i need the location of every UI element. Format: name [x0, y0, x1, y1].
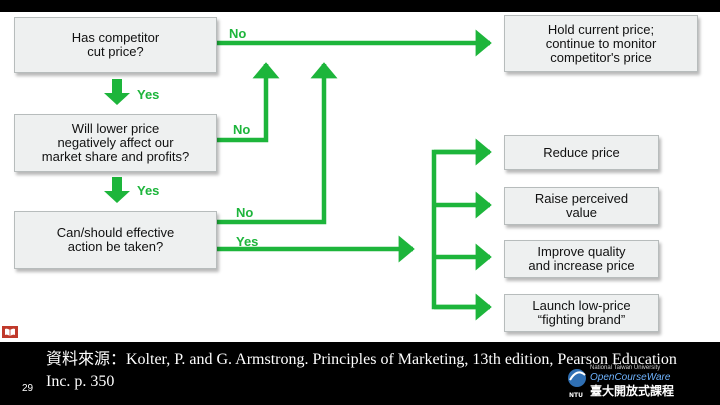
question-effective-action: Can/should effective action be taken? — [14, 211, 217, 269]
label-yes-2: Yes — [137, 183, 160, 198]
label-yes-3: Yes — [236, 234, 259, 249]
logo-line1: National Taiwan University — [590, 365, 660, 371]
arrow-yes-down-1 — [104, 79, 130, 105]
branch-bracket — [431, 149, 489, 310]
action-improve-quality: Improve quality and increase price — [504, 240, 659, 278]
arrow-no-second — [217, 62, 280, 143]
ntu-ocw-logo: National Taiwan University OpenCourseWar… — [568, 365, 674, 399]
arrow-yes-down-2 — [104, 177, 130, 203]
label-no-1: No — [229, 26, 247, 41]
source-citation: 資料來源：Kolter, P. and G. Armstrong. Princi… — [46, 351, 677, 390]
arrow-no-third — [217, 62, 338, 225]
action-reduce-price: Reduce price — [504, 135, 659, 170]
footer-bar — [0, 342, 720, 405]
book-icon[interactable] — [2, 326, 18, 338]
label-no-3: No — [236, 205, 254, 220]
logo-abbr: NTU — [569, 392, 583, 399]
slide-canvas: Has competitor cut price? Will lower pri… — [0, 12, 720, 342]
question-cut-price: Has competitor cut price? — [14, 17, 217, 73]
slide-number: 29 — [22, 383, 34, 394]
action-hold-price: Hold current price; continue to monitor … — [504, 15, 698, 72]
flow-arrows — [104, 29, 492, 321]
action-launch-brand: Launch low-price “fighting brand” — [504, 294, 659, 332]
logo-line3: 臺大開放式課程 — [590, 383, 674, 398]
action-raise-value: Raise perceived value — [504, 187, 659, 225]
label-no-2: No — [233, 122, 251, 137]
logo-line2: OpenCourseWare — [590, 372, 671, 383]
question-lower-price: Will lower price negatively affect our m… — [14, 114, 217, 172]
label-yes-1: Yes — [137, 87, 160, 102]
